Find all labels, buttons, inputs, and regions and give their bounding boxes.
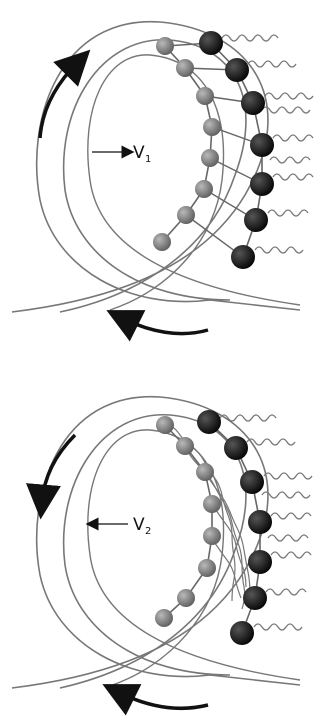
velocity-label-1: V — [133, 143, 145, 163]
rotation-arrow-top-left — [38, 49, 91, 139]
grey-beads-bottom — [155, 416, 221, 627]
loop-middle — [87, 54, 301, 311]
rotation-arrow-bottom-left — [26, 433, 77, 520]
panel-bottom: V 2 — [11, 396, 313, 716]
rotation-arrow-top-bottom — [106, 310, 209, 342]
black-beads-top — [199, 31, 274, 269]
panel-top: V 1 — [11, 21, 314, 342]
loop-inner — [59, 414, 247, 689]
grey-beads-top — [153, 37, 221, 251]
velocity-subscript-2: 2 — [145, 526, 151, 537]
loop-outer — [11, 396, 301, 689]
tails-bottom — [219, 414, 313, 631]
rotation-arrow-bottom-bottom — [102, 684, 209, 716]
tails-top — [221, 34, 314, 254]
velocity-subscript-1: 1 — [145, 154, 151, 165]
loop-middle — [87, 429, 301, 687]
black-beads-bottom — [197, 410, 272, 645]
velocity-label-2: V — [133, 515, 145, 535]
